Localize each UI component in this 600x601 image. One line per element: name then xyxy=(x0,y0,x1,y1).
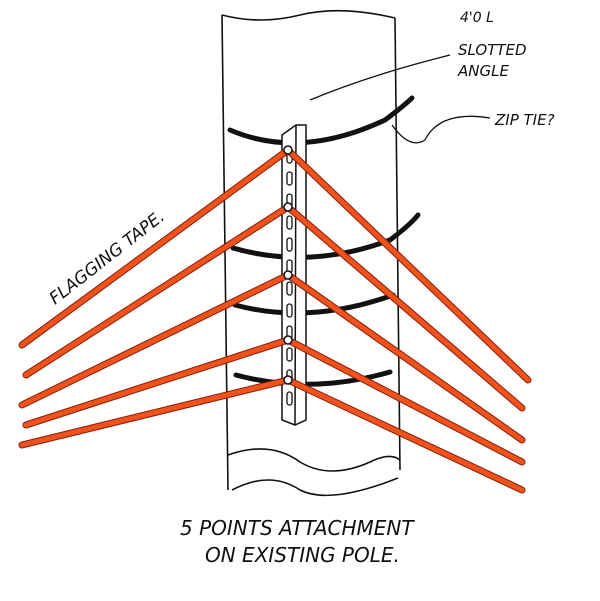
flagging-tape-left-1 xyxy=(19,147,291,348)
slotted-label: SLOTTED xyxy=(458,41,527,59)
zip-tie-label: ZIP TIE? xyxy=(494,111,555,129)
zip-tie-leader xyxy=(391,115,491,144)
flagging-tape-left-2 xyxy=(23,204,291,378)
attachment-point xyxy=(283,202,293,212)
zip-ties xyxy=(227,95,421,387)
attachment-point xyxy=(283,335,293,345)
flagging-tape-left-4 xyxy=(23,337,291,428)
attachment-point xyxy=(283,375,293,385)
slot xyxy=(286,237,293,252)
slot xyxy=(286,303,293,318)
attachment-point xyxy=(283,145,293,155)
flagging-tape-left-5 xyxy=(19,377,291,448)
attachment-point xyxy=(283,270,293,280)
slot xyxy=(286,215,293,230)
leader-lines xyxy=(309,54,491,144)
slotted-angle-leader xyxy=(309,54,451,101)
flagging-tape-right-3 xyxy=(285,272,525,443)
flagging-tape-right-4 xyxy=(285,337,525,465)
slot xyxy=(286,281,293,296)
caption-line-1: 5 POINTS ATTACHMENT xyxy=(180,516,415,540)
caption-line-2: ON EXISTING POLE. xyxy=(205,543,400,567)
flagging-tape-right-5 xyxy=(285,377,525,493)
flagging-tapes xyxy=(18,145,532,494)
flagging-tape-left-3 xyxy=(19,272,291,408)
slot xyxy=(286,171,293,186)
flagging-tape-right-1 xyxy=(285,147,531,383)
slot xyxy=(286,391,293,406)
slot xyxy=(286,347,293,362)
flagging-tape-right-2 xyxy=(285,204,525,411)
angle-size-label: 4'0 L xyxy=(460,10,494,26)
existing-pole xyxy=(221,9,401,497)
angle-label: ANGLE xyxy=(457,62,509,80)
